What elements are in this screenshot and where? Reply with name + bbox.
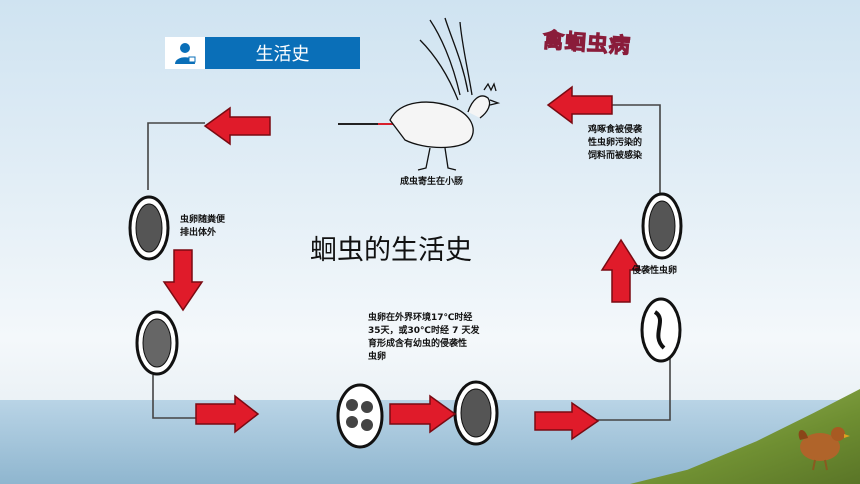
- arrow-right-1: [195, 394, 260, 434]
- rooster-illustration: [389, 17, 501, 171]
- egg-morula: [453, 380, 499, 446]
- egg-infective: [641, 192, 683, 260]
- arrow-left-right: [546, 85, 613, 125]
- cycle-line-right: [583, 355, 671, 421]
- caption-infect: 鸡啄食被侵袭 性虫卵污染的 饲料而被感染: [588, 125, 643, 161]
- chicken-illustration: [798, 427, 850, 471]
- caption-develop: 虫卵在外界环境17℃时经 35天，或30℃时经 7 天发 育形成含有幼虫的侵袭性…: [368, 313, 480, 362]
- cycle-line-bottom: [152, 375, 215, 419]
- arrow-up: [600, 238, 642, 303]
- egg-excreted: [128, 195, 170, 261]
- cycle-line-top-right: [610, 104, 661, 195]
- section-badge: 生活史: [165, 37, 360, 69]
- egg-larva: [640, 297, 682, 363]
- arrow-down: [162, 249, 204, 312]
- caption-infective: 侵袭性虫卵: [632, 266, 678, 276]
- arrow-right-2: [389, 394, 457, 434]
- egg-dividing: [135, 310, 179, 376]
- section-badge-label: 生活史: [255, 44, 310, 65]
- user-icon: [165, 37, 205, 69]
- diagram-title: 蛔虫的生活史: [310, 235, 472, 266]
- caption-excrete: 虫卵随粪便 排出体外: [180, 215, 226, 238]
- cycle-line-left: [147, 122, 205, 190]
- arrow-right-3: [534, 401, 600, 441]
- arrow-left-top: [203, 106, 271, 146]
- egg-early-cells: [336, 383, 384, 449]
- caption-adult: 成虫寄生在小肠: [400, 177, 464, 187]
